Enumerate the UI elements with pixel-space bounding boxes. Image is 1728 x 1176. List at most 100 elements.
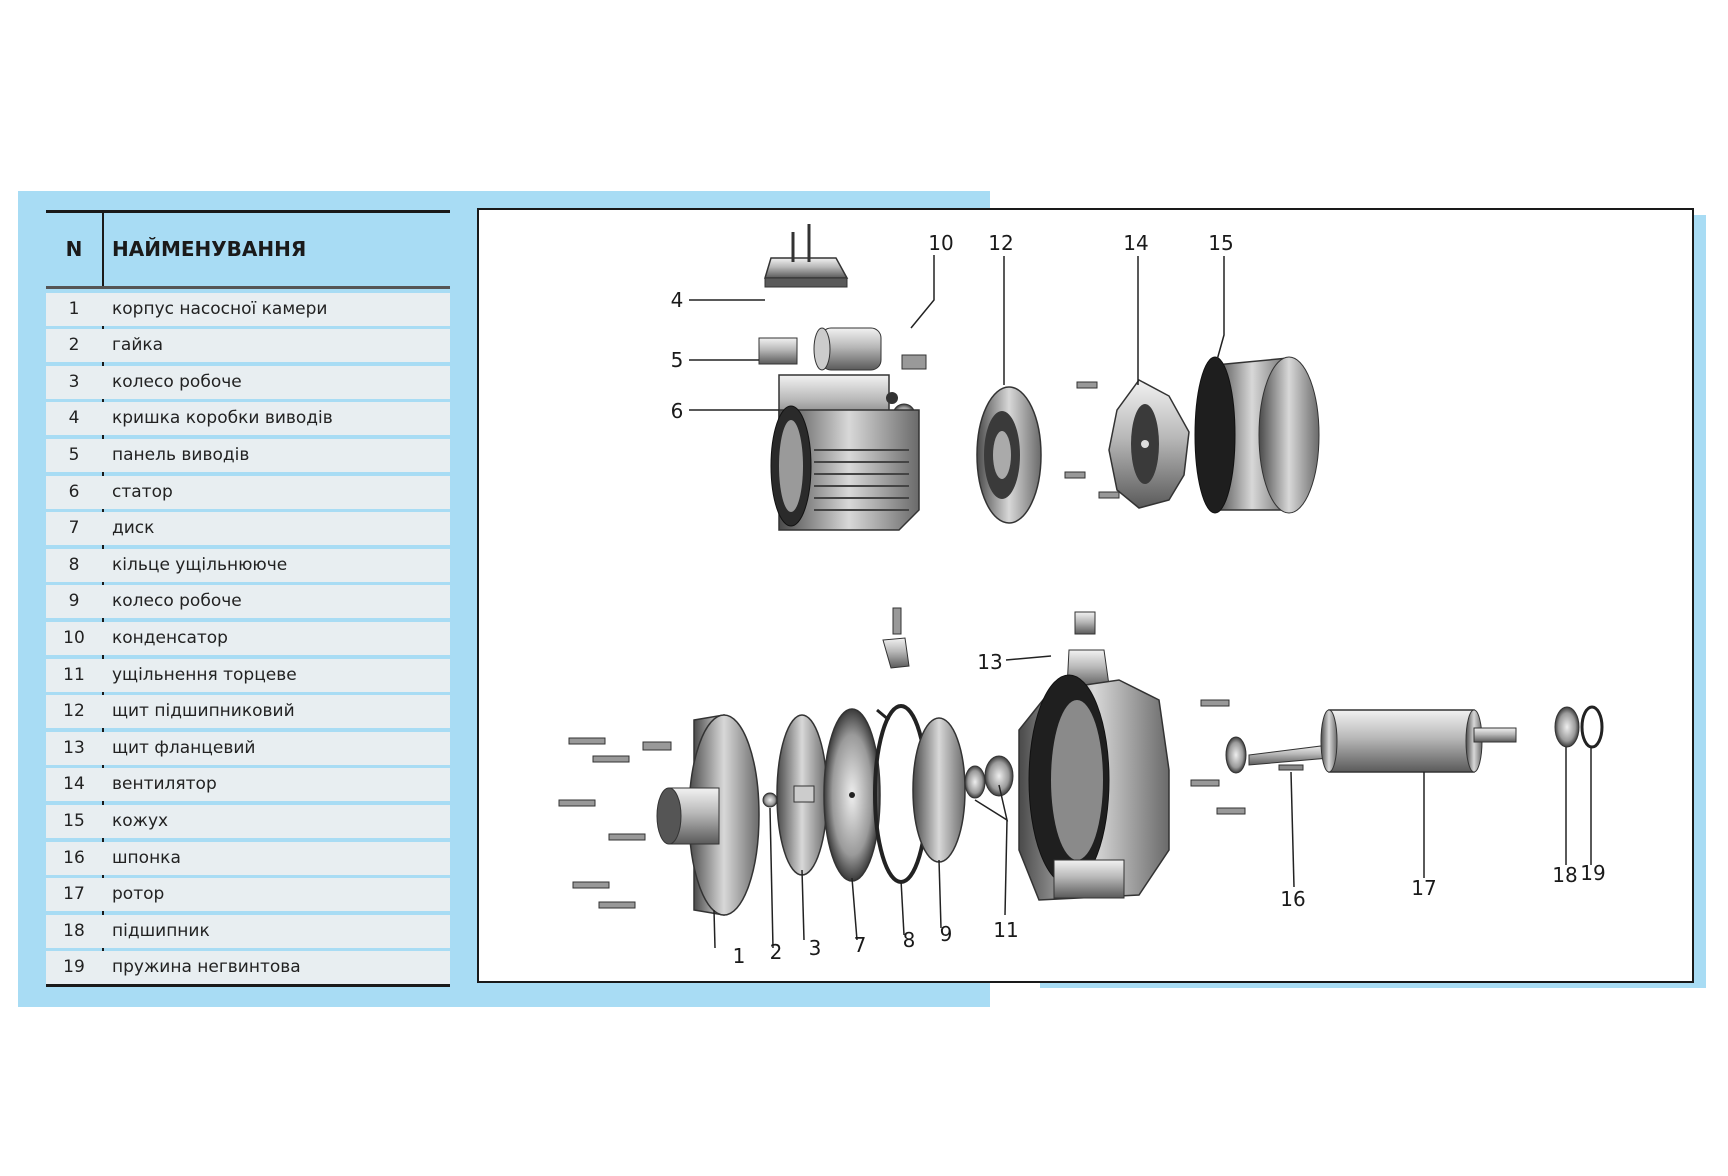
header-name: НАЙМЕНУВАННЯ bbox=[112, 237, 307, 261]
row-name: пружина негвинтова bbox=[112, 957, 301, 978]
casing-screws bbox=[558, 737, 672, 909]
row-name: щит фланцевий bbox=[112, 737, 256, 758]
row-number: 16 bbox=[63, 847, 85, 868]
row-number: 1 bbox=[68, 298, 80, 319]
row-number: 5 bbox=[68, 444, 80, 465]
table-row: 7 диск bbox=[46, 512, 450, 546]
row-number: 17 bbox=[63, 884, 85, 905]
row-number: 8 bbox=[68, 554, 80, 575]
terminal-box-cover bbox=[763, 224, 849, 288]
callout-11: 11 bbox=[993, 918, 1018, 942]
table-row: 3 колесо робоче bbox=[46, 365, 450, 399]
callout-12: 12 bbox=[988, 231, 1013, 255]
row-number: 13 bbox=[63, 737, 85, 758]
table-row: 19 пружина негвинтова bbox=[46, 951, 450, 985]
row-number: 10 bbox=[63, 627, 85, 648]
callout-1: 1 bbox=[733, 944, 746, 968]
table-row: 9 колесо робоче bbox=[46, 585, 450, 619]
callout-4: 4 bbox=[671, 288, 684, 312]
parts-table: N НАЙМЕНУВАННЯ 1 корпус насосної камери 2 г… bbox=[46, 210, 450, 988]
row-name: ущільнення торцеве bbox=[112, 664, 297, 685]
callout-3: 3 bbox=[809, 936, 822, 960]
impeller-second bbox=[912, 717, 966, 863]
disc bbox=[823, 708, 881, 882]
callout-19: 19 bbox=[1580, 861, 1605, 885]
row-name: гайка bbox=[112, 335, 164, 356]
pump-exploded-view: 4 5 6 10 12 14 15 13 1 2 3 7 8 9 11 16 1… bbox=[558, 224, 1606, 968]
fan bbox=[1108, 379, 1190, 509]
callout-14: 14 bbox=[1123, 231, 1148, 255]
row-name: конденсатор bbox=[112, 627, 228, 648]
callout-18: 18 bbox=[1552, 863, 1577, 887]
callout-9: 9 bbox=[940, 922, 953, 946]
table-row: 4 кришка коробки виводів bbox=[46, 402, 450, 436]
fan-cover bbox=[1194, 356, 1320, 514]
leader-lines bbox=[689, 255, 1592, 949]
header-number: N bbox=[65, 237, 83, 261]
row-number: 19 bbox=[63, 957, 85, 978]
row-number: 12 bbox=[63, 701, 85, 722]
row-number: 18 bbox=[63, 920, 85, 941]
row-name: колесо робоче bbox=[112, 591, 242, 612]
row-name: диск bbox=[112, 518, 155, 539]
row-name: кільце ущільнююче bbox=[112, 554, 288, 575]
row-name: корпус насосної камери bbox=[112, 298, 328, 319]
bearing-front bbox=[1225, 736, 1247, 774]
callout-16: 16 bbox=[1280, 887, 1305, 911]
row-name: підшипник bbox=[112, 920, 210, 941]
flange-screws bbox=[1190, 699, 1246, 815]
row-number: 7 bbox=[68, 518, 80, 539]
row-number: 2 bbox=[68, 335, 80, 356]
table-row: 13 щит фланцевий bbox=[46, 731, 450, 765]
impeller-first bbox=[776, 714, 828, 876]
callout-5: 5 bbox=[671, 348, 684, 372]
row-number: 15 bbox=[63, 810, 85, 831]
table-row: 17 ротор bbox=[46, 878, 450, 912]
table-row: 14 вентилятор bbox=[46, 768, 450, 802]
callout-8: 8 bbox=[903, 928, 916, 952]
table-row: 6 статор bbox=[46, 475, 450, 509]
spring-washer bbox=[1580, 705, 1604, 749]
table-row: 10 конденсатор bbox=[46, 621, 450, 655]
table-body: 1 корпус насосної камери 2 гайка 3 колесо роб… bbox=[46, 292, 450, 985]
key bbox=[1278, 764, 1304, 771]
row-number: 6 bbox=[68, 481, 80, 502]
row-name: панель виводів bbox=[112, 444, 250, 465]
table-row: 8 кільце ущільнююче bbox=[46, 548, 450, 582]
row-name: колесо робоче bbox=[112, 371, 242, 392]
row-number: 9 bbox=[68, 591, 80, 612]
callout-7: 7 bbox=[854, 933, 867, 957]
row-name: кришка коробки виводів bbox=[112, 408, 333, 429]
row-number: 14 bbox=[63, 774, 85, 795]
terminal-panel bbox=[758, 337, 798, 365]
row-name: кожух bbox=[112, 810, 169, 831]
table-row: 18 підшипник bbox=[46, 914, 450, 948]
nut bbox=[762, 792, 778, 808]
row-name: вентилятор bbox=[112, 774, 217, 795]
mechanical-seal bbox=[964, 755, 1014, 799]
row-number: 11 bbox=[63, 664, 85, 685]
table-row: 16 шпонка bbox=[46, 841, 450, 875]
table-header: N НАЙМЕНУВАННЯ bbox=[46, 213, 450, 289]
table-row: 1 корпус насосної камери bbox=[46, 292, 450, 326]
bearing-rear bbox=[1554, 706, 1580, 748]
table-row: 2 гайка bbox=[46, 329, 450, 363]
row-name: ротор bbox=[112, 884, 165, 905]
flange-shield bbox=[1018, 611, 1170, 901]
row-number: 3 bbox=[68, 371, 80, 392]
callout-10: 10 bbox=[928, 231, 953, 255]
row-number: 4 bbox=[68, 408, 80, 429]
callout-15: 15 bbox=[1208, 231, 1233, 255]
row-name: щит підшипниковий bbox=[112, 701, 295, 722]
row-name: статор bbox=[112, 481, 173, 502]
bearing-shield bbox=[976, 386, 1042, 524]
exploded-diagram: 4 5 6 10 12 14 15 13 1 2 3 7 8 9 11 16 1… bbox=[477, 208, 1694, 983]
pump-chamber-housing bbox=[656, 714, 760, 916]
capacitor bbox=[813, 327, 882, 371]
callout-13: 13 bbox=[977, 650, 1002, 674]
callout-17: 17 bbox=[1411, 876, 1436, 900]
table-row: 5 панель виводів bbox=[46, 438, 450, 472]
table-row: 12 щит підшипниковий bbox=[46, 695, 450, 729]
callout-6: 6 bbox=[671, 399, 684, 423]
row-name: шпонка bbox=[112, 847, 181, 868]
